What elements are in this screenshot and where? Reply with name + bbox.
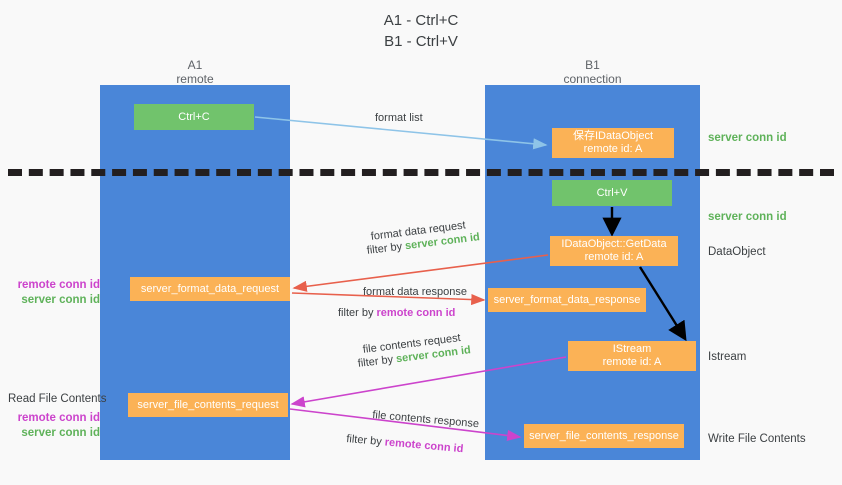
lane-header-b1-name: B1 (585, 58, 600, 72)
edge-label-format-list: format list (375, 112, 423, 124)
lane-header-a1: A1 remote (100, 58, 290, 86)
node-server-file-contents-request-label: server_file_contents_request (137, 398, 279, 411)
edge-filter-prefix: filter by (345, 432, 386, 449)
title-line-1: A1 - Ctrl+C (383, 12, 459, 29)
node-server-format-data-request[interactable]: server_format_data_request (130, 277, 290, 301)
edge-filter-value-remote-conn-id: remote conn id (384, 436, 464, 456)
node-server-format-data-response-label: server_format_data_response (493, 293, 641, 306)
node-server-file-contents-response[interactable]: server_file_contents_response (524, 424, 684, 448)
edge-filter-prefix: filter by (357, 353, 397, 370)
annotation-server-conn-id-top: server conn id (708, 132, 787, 144)
node-getdata-line2: remote id: A (584, 251, 644, 263)
lane-header-a1-name: A1 (187, 58, 203, 72)
edge-filter-value-remote-conn-id: remote conn id (376, 307, 456, 319)
node-server-file-contents-request[interactable]: server_file_contents_request (128, 393, 288, 417)
lane-header-b1: B1 connection (485, 58, 700, 86)
edge-label-file-contents-response-filter: filter by remote conn id (346, 432, 464, 457)
node-ctrl-v[interactable]: Ctrl+V (552, 180, 672, 206)
annotation-remote-conn-id-2: remote conn id (17, 412, 100, 424)
node-server-file-contents-response-label: server_file_contents_response (529, 429, 679, 442)
annotation-istream: Istream (708, 351, 747, 363)
annotation-write-file-contents: Write File Contents (708, 433, 806, 445)
annotation-remote-conn-id-1: remote conn id (17, 279, 100, 291)
annotation-server-conn-id-mid: server conn id (708, 211, 787, 223)
node-ctrl-v-label: Ctrl+V (596, 186, 628, 199)
node-istream-line2: remote id: A (602, 356, 662, 368)
title-line-2: B1 - Ctrl+V (384, 33, 458, 50)
phase-divider (8, 169, 834, 176)
node-server-format-data-response[interactable]: server_format_data_response (488, 288, 646, 312)
edge-label-format-data-response: format data response (363, 286, 467, 298)
lane-header-b1-sub: connection (563, 72, 622, 86)
node-ctrl-c-label: Ctrl+C (178, 110, 210, 123)
node-ctrl-c[interactable]: Ctrl+C (134, 104, 254, 130)
page-title: A1 - Ctrl+C B1 - Ctrl+V (0, 10, 842, 52)
node-save-idataobject-line2: remote id: A (583, 143, 643, 155)
annotation-left-conn-ids-2: remote conn id server conn id (8, 411, 100, 441)
annotation-dataobject: DataObject (708, 246, 766, 258)
lane-header-a1-sub: remote (176, 72, 214, 86)
node-save-idataobject[interactable]: 保存IDataObject remote id: A (552, 128, 674, 158)
edge-label-file-contents-response: file contents response (371, 408, 480, 431)
annotation-server-conn-id-1: server conn id (21, 294, 100, 306)
node-save-idataobject-line1: 保存IDataObject (572, 130, 654, 142)
annotation-left-conn-ids-1: remote conn id server conn id (8, 278, 100, 308)
node-getdata-line1: IDataObject::GetData (561, 238, 667, 250)
node-server-format-data-request-label: server_format_data_request (140, 282, 280, 295)
edge-filter-prefix: filter by (366, 240, 406, 257)
annotation-read-file-contents: Read File Contents (8, 393, 107, 405)
node-idataobject-getdata[interactable]: IDataObject::GetData remote id: A (550, 236, 678, 266)
annotation-server-conn-id-2: server conn id (21, 427, 100, 439)
edge-filter-prefix: filter by (338, 307, 377, 319)
node-istream[interactable]: IStream remote id: A (568, 341, 696, 371)
edge-label-format-data-response-filter: filter by remote conn id (338, 306, 455, 321)
node-istream-line1: IStream (612, 343, 652, 355)
